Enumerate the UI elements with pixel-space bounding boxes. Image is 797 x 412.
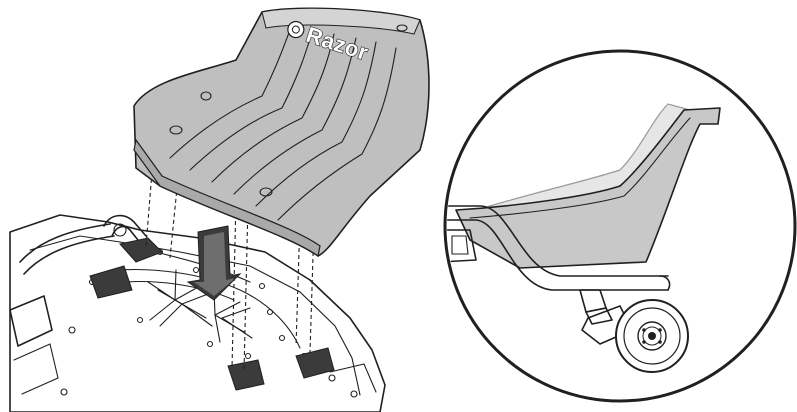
detail-callout-circle — [443, 49, 797, 403]
deck-holes — [88, 248, 308, 360]
detail-caster-wheel — [579, 289, 689, 373]
mounting-pad-front-right — [295, 347, 335, 379]
mounting-pad-rear — [119, 237, 163, 263]
detail-seat-installed — [455, 107, 721, 269]
seat-shell: Razor — [133, 7, 430, 258]
detail-frame-tube — [447, 205, 669, 277]
down-arrow-icon — [186, 225, 242, 301]
mounting-pad-left — [89, 265, 133, 299]
mounting-pads — [89, 237, 335, 391]
mounting-pad-front-left — [227, 359, 265, 391]
